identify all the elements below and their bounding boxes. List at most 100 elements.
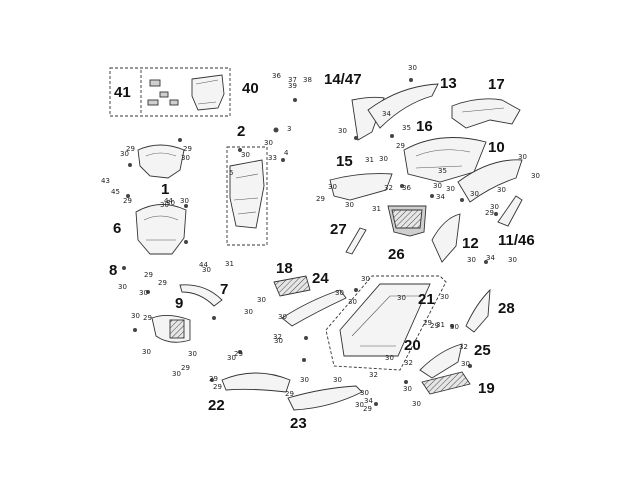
hardware-number-label: 31 bbox=[372, 205, 381, 213]
hardware-number-label: 29 bbox=[209, 375, 218, 383]
hardware-number-label: 30 bbox=[131, 312, 140, 320]
part-mat-19 bbox=[421, 371, 471, 395]
part-lower-cover-12 bbox=[431, 213, 461, 263]
part-trim-strip-27 bbox=[345, 227, 367, 255]
hardware-number-label: 38 bbox=[303, 76, 312, 84]
hardware-number-label: 36 bbox=[272, 72, 281, 80]
hardware-number-label: 30 bbox=[361, 275, 370, 283]
part-rear-carrier-17 bbox=[451, 98, 521, 129]
hardware-number-label: 5 bbox=[229, 169, 233, 177]
hardware-number-label: 29 bbox=[213, 383, 222, 391]
callout-28: 28 bbox=[498, 300, 515, 317]
callout-10: 10 bbox=[488, 139, 505, 156]
callout-20: 20 bbox=[404, 337, 421, 354]
part-headlight-cover-6 bbox=[135, 204, 187, 255]
hardware-number-label: 30 bbox=[433, 182, 442, 190]
hardware-number-label: 30 bbox=[461, 360, 470, 368]
callout-18: 18 bbox=[276, 260, 293, 277]
hardware-number-label: 30 bbox=[497, 186, 506, 194]
hardware-number-label: 29 bbox=[485, 209, 494, 217]
hardware-number-label: 31 bbox=[225, 260, 234, 268]
callout-15: 15 bbox=[336, 153, 353, 170]
hardware-number-label: 35 bbox=[402, 124, 411, 132]
hardware-number-label: 3 bbox=[287, 125, 291, 133]
callout-14-47: 14/47 bbox=[324, 71, 362, 88]
part-side-trim-11-46 bbox=[497, 195, 523, 227]
hardware-number-label: 30 bbox=[181, 154, 190, 162]
hardware-number-label: 29 bbox=[396, 142, 405, 150]
callout-9: 9 bbox=[175, 295, 183, 312]
hardware-number-label: 30 bbox=[120, 150, 129, 158]
part-floor-board-20-21 bbox=[339, 283, 431, 357]
callout-21: 21 bbox=[418, 291, 435, 308]
hardware-number-label: 30 bbox=[188, 350, 197, 358]
hardware-number-label: 44 bbox=[199, 261, 208, 269]
hardware-number-label: 30 bbox=[335, 289, 344, 297]
hardware-number-label: 30 bbox=[440, 293, 449, 301]
callout-7: 7 bbox=[220, 281, 228, 298]
callout-23: 23 bbox=[290, 415, 307, 432]
hardware-number-label: 30 bbox=[202, 266, 211, 274]
hardware-number-label: 31 bbox=[436, 321, 445, 329]
hardware-number-label: 30 bbox=[180, 197, 189, 205]
hardware-number-label: 37 bbox=[288, 76, 297, 84]
hardware-number-label: 29 bbox=[363, 405, 372, 413]
hardware-number-label: 30 bbox=[385, 354, 394, 362]
part-windscreen-40 bbox=[191, 74, 225, 111]
callout-8: 8 bbox=[109, 262, 117, 279]
hardware-number-label: 30 bbox=[166, 199, 175, 207]
hardware-number-label: 35 bbox=[438, 167, 447, 175]
hardware-number-label: 29 bbox=[123, 197, 132, 205]
hardware-number-label: 29 bbox=[158, 279, 167, 287]
part-footrest-mat-18 bbox=[273, 275, 311, 297]
part-upper-panel-13 bbox=[367, 83, 439, 129]
callout-41: 41 bbox=[114, 84, 131, 101]
hardware-number-label: 30 bbox=[328, 183, 337, 191]
hardware-number-label: 30 bbox=[490, 203, 499, 211]
callout-19: 19 bbox=[478, 380, 495, 397]
hardware-number-label: 29 bbox=[183, 145, 192, 153]
part-fender-7 bbox=[179, 284, 223, 307]
callout-26: 26 bbox=[388, 246, 405, 263]
part-rear-side-cover-28 bbox=[465, 288, 491, 333]
callout-12: 12 bbox=[462, 235, 479, 252]
hardware-number-label: 30 bbox=[470, 190, 479, 198]
part-lower-skirt-22 bbox=[221, 372, 291, 393]
hardware-number-label: 30 bbox=[397, 294, 406, 302]
part-floor-panel-24 bbox=[281, 289, 347, 327]
hardware-number-label: 29 bbox=[423, 319, 432, 327]
hardware-number-label: 29 bbox=[285, 390, 294, 398]
hardware-number-label: 30 bbox=[412, 400, 421, 408]
hardware-number-label: 34 bbox=[436, 193, 445, 201]
hardware-number-label: 32 bbox=[384, 184, 393, 192]
callout-16: 16 bbox=[416, 118, 433, 135]
hardware-number-label: 29 bbox=[181, 364, 190, 372]
part-inner-panel-2 bbox=[229, 159, 265, 229]
hardware-number-label: 30 bbox=[142, 348, 151, 356]
callout-11-46: 11/46 bbox=[498, 232, 535, 249]
hardware-number-label: 44 bbox=[164, 197, 173, 205]
callout-labels: 41 40 14/47 13 17 2 16 1 15 10 6 27 26 1… bbox=[109, 71, 535, 432]
kit-box-41-40 bbox=[109, 67, 231, 117]
callout-1: 1 bbox=[161, 181, 169, 198]
hardware-number-label: 30 bbox=[118, 283, 127, 291]
hardware-number-label: 30 bbox=[518, 153, 527, 161]
hardware-number-label: 29 bbox=[430, 322, 439, 330]
hardware-number-label: 29 bbox=[143, 314, 152, 322]
callout-6: 6 bbox=[113, 220, 121, 237]
hardware-number-label: 30 bbox=[338, 127, 347, 135]
part-lower-skirt-23 bbox=[287, 385, 363, 411]
hardware-number-label: 43 bbox=[101, 177, 110, 185]
part-mudguard-9 bbox=[151, 315, 191, 343]
hardware-number-label: 39 bbox=[288, 82, 297, 90]
part-seat-pan-16 bbox=[403, 137, 487, 183]
hardware-number-label: 30 bbox=[446, 185, 455, 193]
hardware-number-label: 30 bbox=[379, 155, 388, 163]
hardware-number-label: 30 bbox=[355, 401, 364, 409]
hardware-number-label: 30 bbox=[531, 172, 540, 180]
hardware-screws bbox=[122, 78, 498, 406]
hardware-number-label: 30 bbox=[408, 64, 417, 72]
hardware-number-label: 32 bbox=[369, 371, 378, 379]
